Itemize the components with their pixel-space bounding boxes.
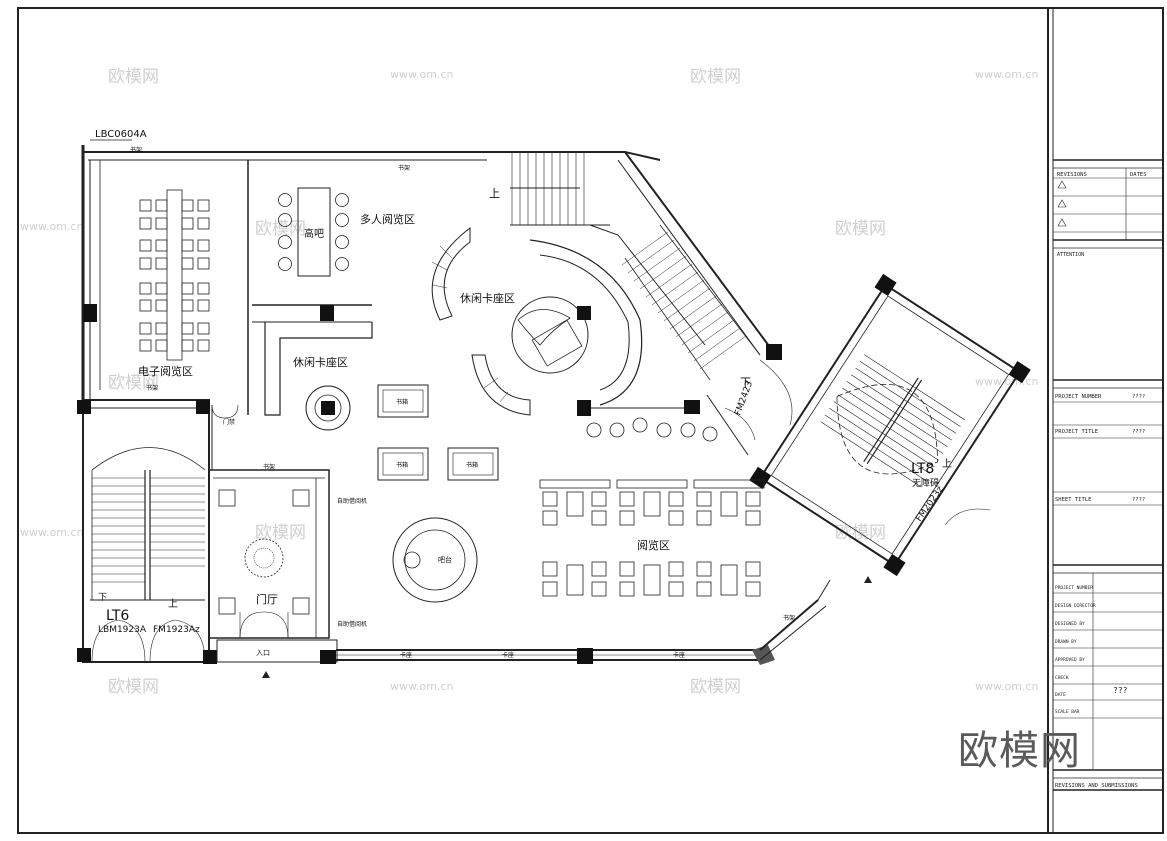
svg-text:www.om.cn: www.om.cn xyxy=(390,68,453,81)
label-lounge-left: 休闲卡座区 xyxy=(293,355,348,369)
label-high-bar: 高吧 xyxy=(304,227,324,240)
label-lt8: LT8 xyxy=(911,461,934,477)
svg-text:自助借阅机: 自助借阅机 xyxy=(337,620,367,628)
svg-text:DESIGN DIRECTOR: DESIGN DIRECTOR xyxy=(1055,603,1096,609)
svg-text:上: 上 xyxy=(168,598,178,610)
svg-text:欧模网: 欧模网 xyxy=(690,677,741,697)
svg-text:欧模网: 欧模网 xyxy=(690,67,741,87)
svg-text:书架: 书架 xyxy=(146,384,158,392)
svg-text:www.om.cn: www.om.cn xyxy=(20,526,83,539)
svg-text:欧模网: 欧模网 xyxy=(835,219,886,239)
label-front-desk: 吧台 xyxy=(438,555,452,564)
svg-text:www.om.cn: www.om.cn xyxy=(975,680,1038,693)
svg-text:卡座: 卡座 xyxy=(400,651,412,659)
sheet-border xyxy=(17,7,1164,834)
svg-text:ATTENTION: ATTENTION xyxy=(1057,252,1084,258)
svg-text:FM2023z: FM2023z xyxy=(914,485,946,524)
svg-text:书架: 书架 xyxy=(130,146,142,154)
svg-text:LBM1923A: LBM1923A xyxy=(98,625,147,635)
svg-text:SHEET TITLE: SHEET TITLE xyxy=(1055,497,1091,503)
title-block-text: REVISIONS DATES ATTENTION PROJECT NUMBER… xyxy=(1055,172,1147,789)
svg-text:DRAWN BY: DRAWN BY xyxy=(1055,639,1077,645)
label-lounge-main: 休闲卡座区 xyxy=(460,291,515,305)
svg-text:卡座: 卡座 xyxy=(502,651,514,659)
svg-text:DATES: DATES xyxy=(1130,172,1147,178)
svg-text:无障碍: 无障碍 xyxy=(912,477,939,489)
svg-text:书箱: 书箱 xyxy=(466,461,478,469)
ref-code: LBC0604A xyxy=(95,129,147,140)
svg-text:www.om.cn: www.om.cn xyxy=(20,220,83,233)
svg-text:自助借阅机: 自助借阅机 xyxy=(337,497,367,505)
svg-text:CHECK: CHECK xyxy=(1055,675,1069,681)
svg-text:下: 下 xyxy=(98,593,107,603)
svg-text:APPROVED BY: APPROVED BY xyxy=(1055,657,1085,663)
watermark-layer: 欧模网 www.om.cn 欧模网 www.om.cn 欧模网 欧模网 www.… xyxy=(20,67,1038,697)
svg-text:欧模网: 欧模网 xyxy=(255,523,306,543)
svg-text:书箱: 书箱 xyxy=(396,398,408,406)
svg-text:欧模网: 欧模网 xyxy=(108,67,159,87)
outer-wall-north xyxy=(82,145,661,161)
svg-text:上: 上 xyxy=(489,187,500,200)
svg-text:FM1923Az: FM1923Az xyxy=(153,625,200,635)
label-reading: 阅览区 xyxy=(637,538,670,552)
svg-text:www.om.cn: www.om.cn xyxy=(390,680,453,693)
stair-labels: LT6 LBM1923A FM1923Az 上 下 LT8 无障碍 上 FM20… xyxy=(98,187,952,635)
svg-text:???: ??? xyxy=(1113,686,1128,695)
svg-text:欧模网: 欧模网 xyxy=(255,219,306,239)
svg-text:????: ???? xyxy=(1132,394,1145,400)
label-lt6: LT6 xyxy=(106,608,129,624)
svg-text:SCALE BAR: SCALE BAR xyxy=(1055,709,1080,715)
small-labels: 书架 书架 书架 书架 书架 书箱 书箱 书箱 自助借阅机 自助借阅机 门禁 卡… xyxy=(130,146,795,659)
brand-watermark: 欧模网 xyxy=(958,728,1081,774)
svg-text:DESIGNED BY: DESIGNED BY xyxy=(1055,621,1085,627)
title-block xyxy=(1053,159,1163,791)
label-multi-reading: 多人阅览区 xyxy=(360,212,415,226)
svg-text:下: 下 xyxy=(740,376,751,389)
svg-text:上: 上 xyxy=(942,458,952,470)
svg-text:????: ???? xyxy=(1132,497,1145,503)
svg-text:书架: 书架 xyxy=(263,463,275,471)
svg-text:书架: 书架 xyxy=(398,164,410,172)
svg-text:DATE: DATE xyxy=(1055,692,1066,698)
svg-text:PROJECT NUMBER: PROJECT NUMBER xyxy=(1055,394,1102,400)
svg-text:REVISIONS: REVISIONS xyxy=(1057,172,1087,178)
floor-plan: LBC0604A xyxy=(77,129,1031,678)
svg-text:REVISIONS AND SUBMISSIONS: REVISIONS AND SUBMISSIONS xyxy=(1055,783,1138,789)
svg-text:书架: 书架 xyxy=(783,614,795,622)
svg-text:卡座: 卡座 xyxy=(673,651,685,659)
svg-text:PROJECT TITLE: PROJECT TITLE xyxy=(1055,429,1098,435)
svg-text:www.om.cn: www.om.cn xyxy=(975,68,1038,81)
svg-text:书箱: 书箱 xyxy=(396,461,408,469)
svg-text:门禁: 门禁 xyxy=(223,418,235,426)
label-lobby: 门厅 xyxy=(256,592,278,606)
label-entrance: 入口 xyxy=(256,649,270,657)
svg-text:欧模网: 欧模网 xyxy=(108,373,159,393)
room-labels: 电子阅览区 多人阅览区 高吧 休闲卡座区 休闲卡座区 阅览区 门厅 吧台 入口 xyxy=(138,212,670,657)
label-e-reading: 电子阅览区 xyxy=(138,364,193,378)
svg-text:????: ???? xyxy=(1132,429,1145,435)
svg-text:欧模网: 欧模网 xyxy=(108,677,159,697)
svg-text:PROJECT NUMBER: PROJECT NUMBER xyxy=(1055,585,1093,591)
